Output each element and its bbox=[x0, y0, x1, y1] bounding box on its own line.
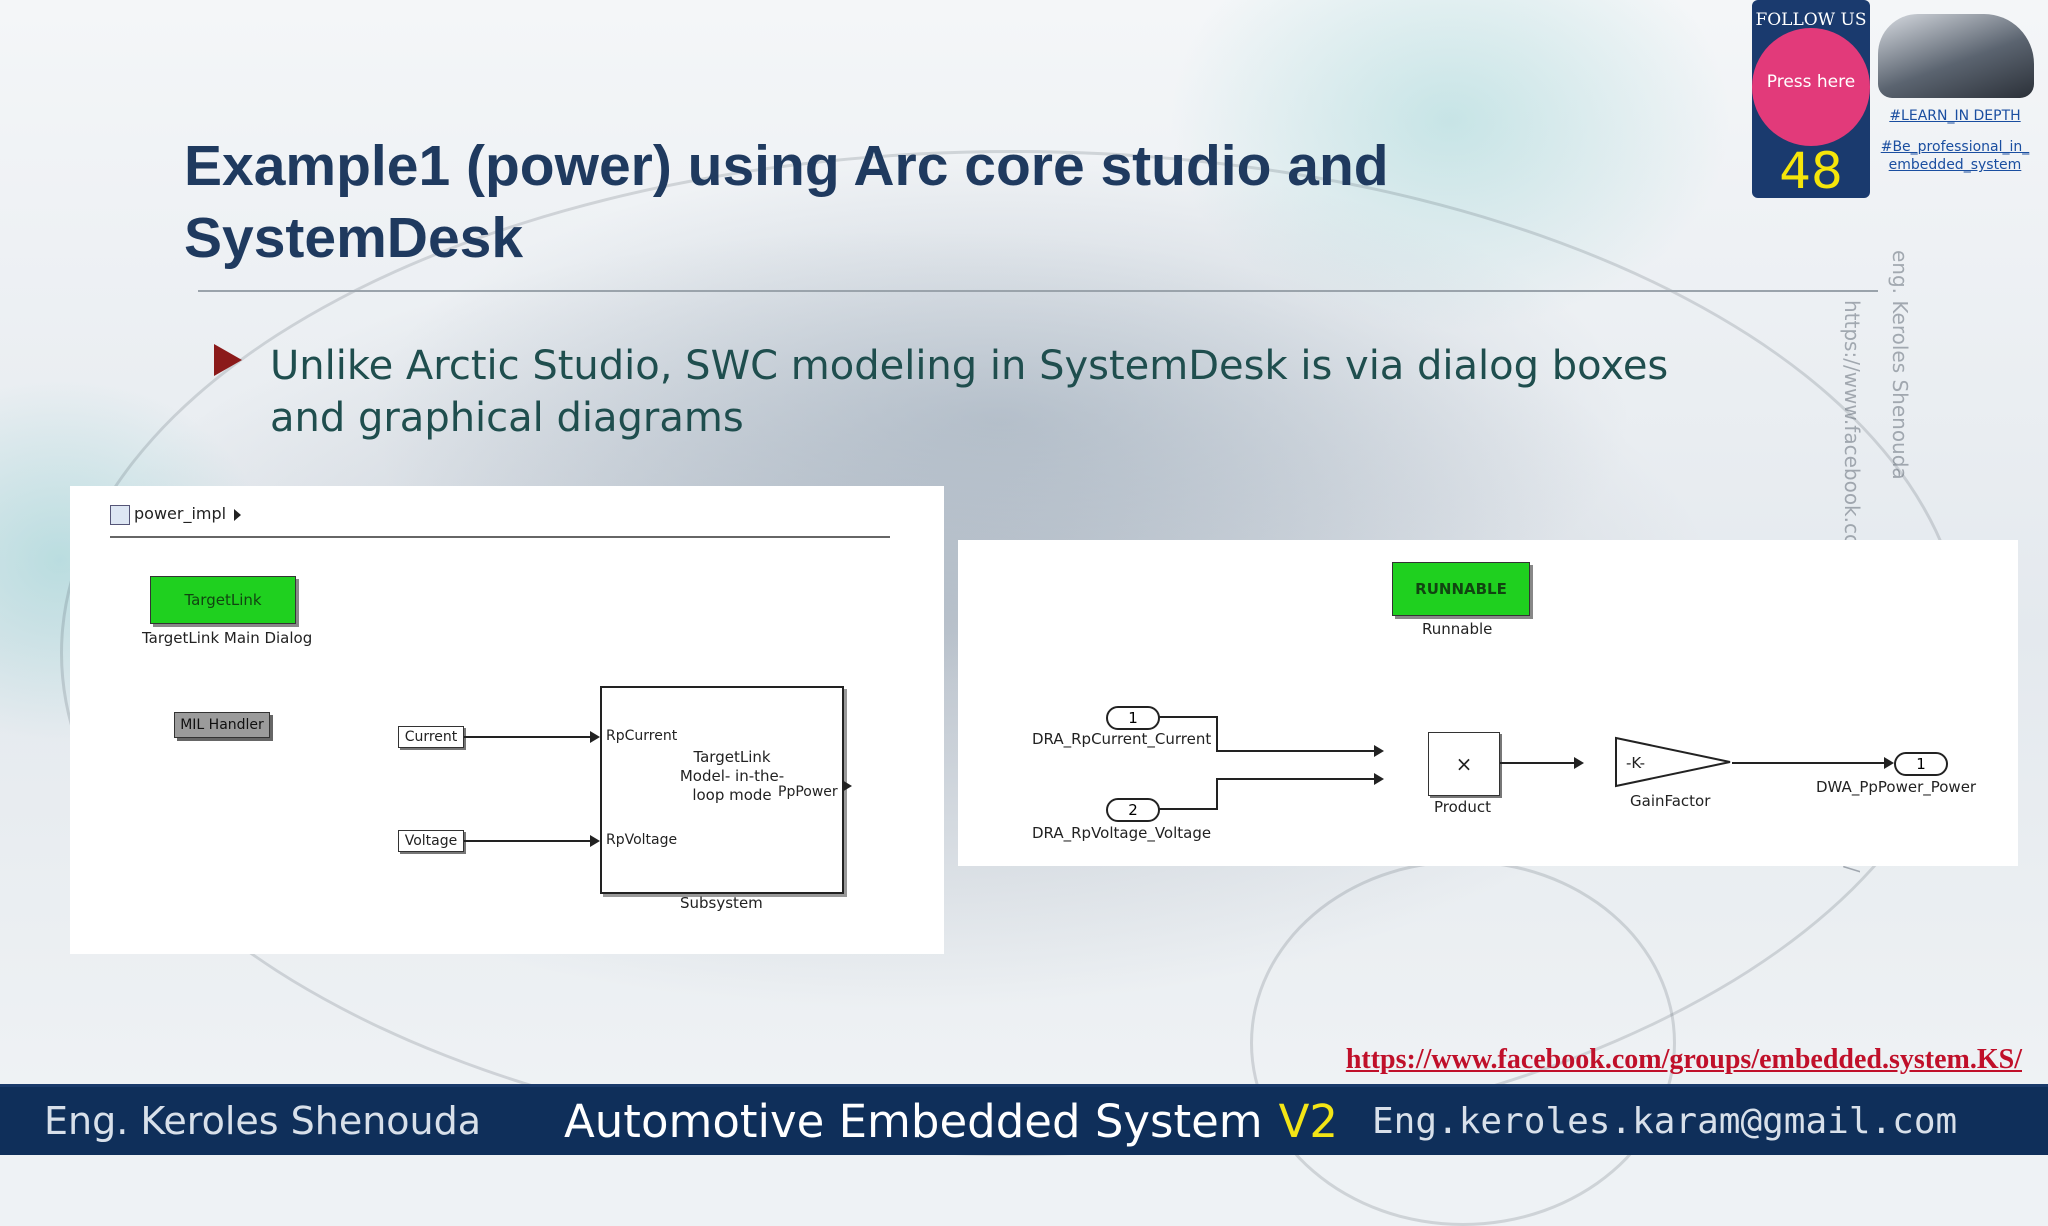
voltage-arrow-icon bbox=[590, 835, 600, 847]
voltage-inport[interactable]: Voltage bbox=[398, 830, 464, 852]
wire-in1-a bbox=[1158, 716, 1218, 718]
subsystem-in-current: RpCurrent bbox=[606, 728, 678, 744]
model-name: power_impl bbox=[134, 504, 227, 523]
wire-in2-a bbox=[1158, 808, 1218, 810]
follow-us-label: FOLLOW US bbox=[1755, 10, 1867, 30]
subsystem-caption: Subsystem bbox=[680, 894, 763, 912]
model-breadcrumb[interactable]: power_impl bbox=[110, 504, 242, 525]
wire-gain-out bbox=[1732, 762, 1884, 764]
wire-gain-out-arrow-icon bbox=[1884, 757, 1894, 769]
wire-in2-b bbox=[1216, 778, 1218, 810]
footer-version: V2 bbox=[1278, 1095, 1339, 1148]
chevron-right-icon bbox=[234, 508, 242, 521]
runnable-caption: Runnable bbox=[1422, 620, 1493, 638]
targetlink-caption: TargetLink Main Dialog bbox=[142, 629, 313, 647]
wire-in1-b bbox=[1216, 716, 1218, 752]
gain-text: -K- bbox=[1626, 754, 1645, 772]
car-thumbnail bbox=[1878, 14, 2034, 98]
follow-us-button[interactable]: FOLLOW US Press here 48 bbox=[1752, 0, 1870, 200]
left-simulink-diagram: power_impl TargetLink TargetLink Main Di… bbox=[70, 486, 944, 954]
runnable-block[interactable]: RUNNABLE bbox=[1392, 562, 1530, 616]
subsystem-out-power: PpPower bbox=[778, 784, 838, 800]
current-inport[interactable]: Current bbox=[398, 726, 464, 748]
inport-1-label: DRA_RpCurrent_Current bbox=[1032, 730, 1212, 748]
press-here-label: Press here bbox=[1766, 72, 1856, 92]
outport-1[interactable]: 1 bbox=[1894, 752, 1948, 776]
title-divider bbox=[198, 290, 1878, 292]
hashtag-learn-in-depth[interactable]: #LEARN_IN DEPTH bbox=[1889, 108, 2021, 124]
footer-email: Eng.keroles.karam@gmail.com bbox=[1372, 1101, 1958, 1142]
subsystem-in-voltage: RpVoltage bbox=[606, 832, 678, 848]
pointing-hand-icon bbox=[1752, 28, 1870, 146]
inport-2[interactable]: 2 bbox=[1106, 798, 1160, 822]
right-simulink-diagram: RUNNABLE Runnable 1 DRA_RpCurrent_Curren… bbox=[958, 540, 2018, 866]
slide-title: Example1 (power) using Arc core studio a… bbox=[184, 134, 1389, 270]
subsystem-description: TargetLink Model- in-the-loop mode bbox=[679, 748, 785, 804]
hashtag-be-professional[interactable]: #Be_professional_in_ embedded_system bbox=[1880, 139, 2030, 173]
header-divider bbox=[110, 536, 890, 538]
wire-in1-arrow-icon bbox=[1374, 745, 1384, 757]
wire-in1-c bbox=[1216, 750, 1376, 752]
bullet-text: Unlike Arctic Studio, SWC modeling in Sy… bbox=[270, 343, 1669, 441]
model-icon bbox=[110, 504, 130, 525]
outport-1-label: DWA_PpPower_Power bbox=[1816, 778, 1977, 796]
subsystem-block[interactable]: RpCurrent RpVoltage PpPower TargetLink M… bbox=[600, 686, 844, 894]
current-wire bbox=[464, 736, 590, 738]
wire-in2-arrow-icon bbox=[1374, 773, 1384, 785]
gain-block[interactable]: -K- bbox=[1614, 736, 1734, 788]
power-out-arrow-icon bbox=[842, 780, 852, 792]
wire-product-gain-arrow-icon bbox=[1574, 757, 1584, 769]
inport-1[interactable]: 1 bbox=[1106, 706, 1160, 730]
footer-bar: Eng. Keroles Shenouda Automotive Embedde… bbox=[0, 1084, 2048, 1155]
voltage-wire bbox=[464, 840, 590, 842]
bullet-arrow-icon bbox=[214, 344, 242, 376]
footer-course: Automotive Embedded System V2 bbox=[564, 1095, 1338, 1148]
gain-caption: GainFactor bbox=[1630, 792, 1711, 810]
slide-number: 48 bbox=[1779, 142, 1843, 200]
car-wheel-decoration bbox=[1250, 860, 1676, 1226]
targetlink-block[interactable]: TargetLink bbox=[150, 576, 296, 624]
product-block[interactable]: × bbox=[1428, 732, 1500, 796]
footer-author: Eng. Keroles Shenouda bbox=[44, 1099, 482, 1143]
product-caption: Product bbox=[1434, 798, 1491, 816]
current-arrow-icon bbox=[590, 731, 600, 743]
footer-course-title: Automotive Embedded System bbox=[564, 1095, 1263, 1148]
facebook-group-link[interactable]: https://www.facebook.com/groups/embedded… bbox=[1345, 1044, 2022, 1075]
wire-in2-c bbox=[1216, 778, 1376, 780]
wire-product-gain bbox=[1500, 762, 1576, 764]
mil-handler-block[interactable]: MIL Handler bbox=[174, 712, 270, 738]
inport-2-label: DRA_RpVoltage_Voltage bbox=[1032, 824, 1212, 842]
watermark-name: eng. Keroles Shenouda bbox=[1888, 250, 1912, 480]
